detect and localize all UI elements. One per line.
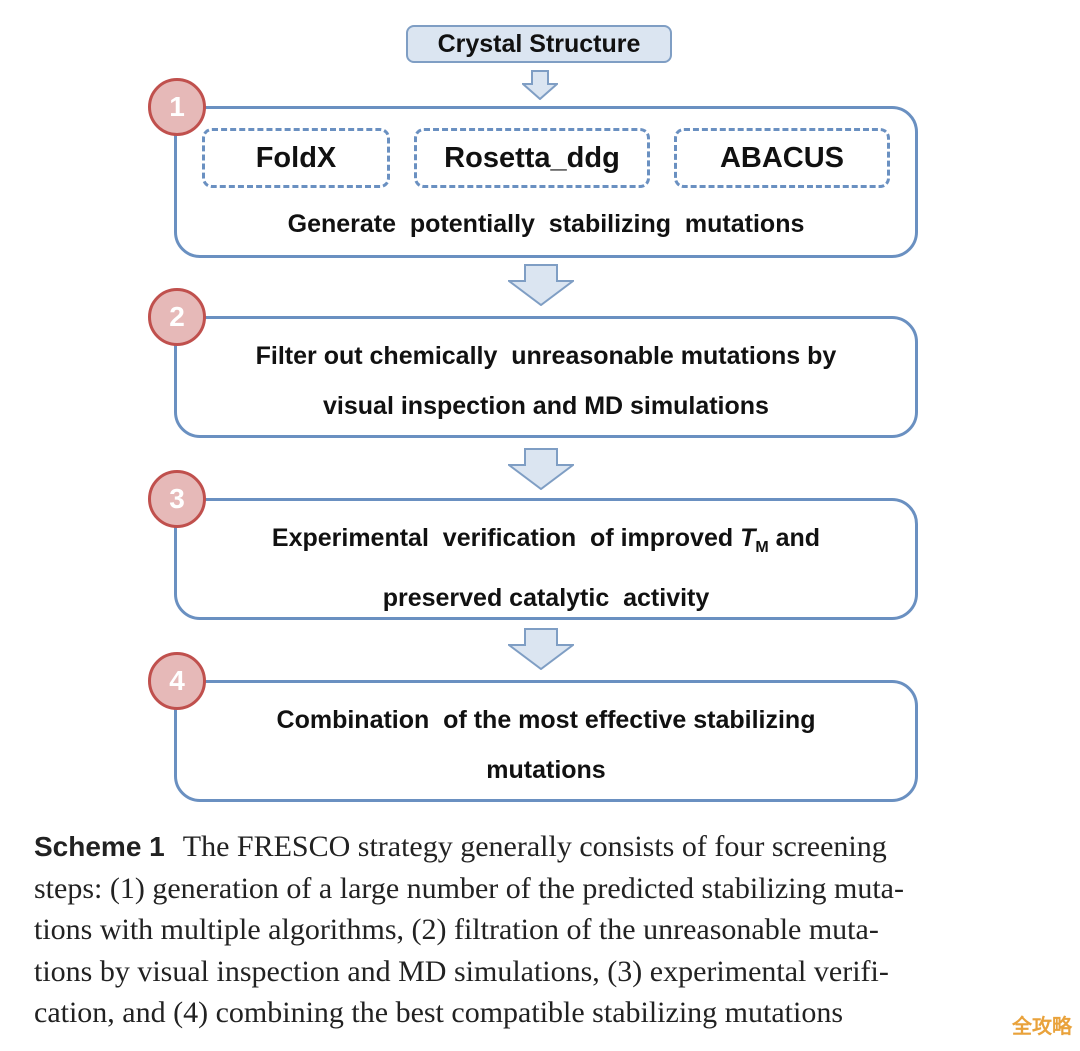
arrow-down-icon [508, 264, 574, 306]
tool-foldx: FoldX [202, 128, 390, 188]
crystal-structure-box: Crystal Structure [406, 25, 672, 63]
step-1-badge: 1 [148, 78, 206, 136]
step-4-box: Combination of the most effective stabil… [174, 680, 918, 802]
arrow-down-icon [508, 448, 574, 490]
arrow-down-icon [508, 628, 574, 670]
arrow-down-icon [522, 70, 558, 100]
step-3-box: Experimental verification of improved TM… [174, 498, 918, 620]
crystal-structure-label: Crystal Structure [437, 29, 641, 58]
step-1-text: Generate potentially stabilizing mutatio… [287, 210, 805, 238]
step-2-box: Filter out chemically unreasonable mutat… [174, 316, 918, 438]
step-3-badge: 3 [148, 470, 206, 528]
tool-abacus: ABACUS [674, 128, 890, 188]
step-2-text: Filter out chemically unreasonable mutat… [255, 342, 837, 420]
step-2-badge: 2 [148, 288, 206, 346]
step-3-text: Experimental verification of improved TM… [271, 524, 821, 612]
step-4-text: Combination of the most effective stabil… [276, 706, 816, 784]
caption-label: Scheme 1 [34, 831, 165, 862]
tool-rosetta-ddg: Rosetta_ddg [414, 128, 650, 188]
step-4-badge: 4 [148, 652, 206, 710]
watermark: 全攻略 [1012, 1014, 1072, 1038]
